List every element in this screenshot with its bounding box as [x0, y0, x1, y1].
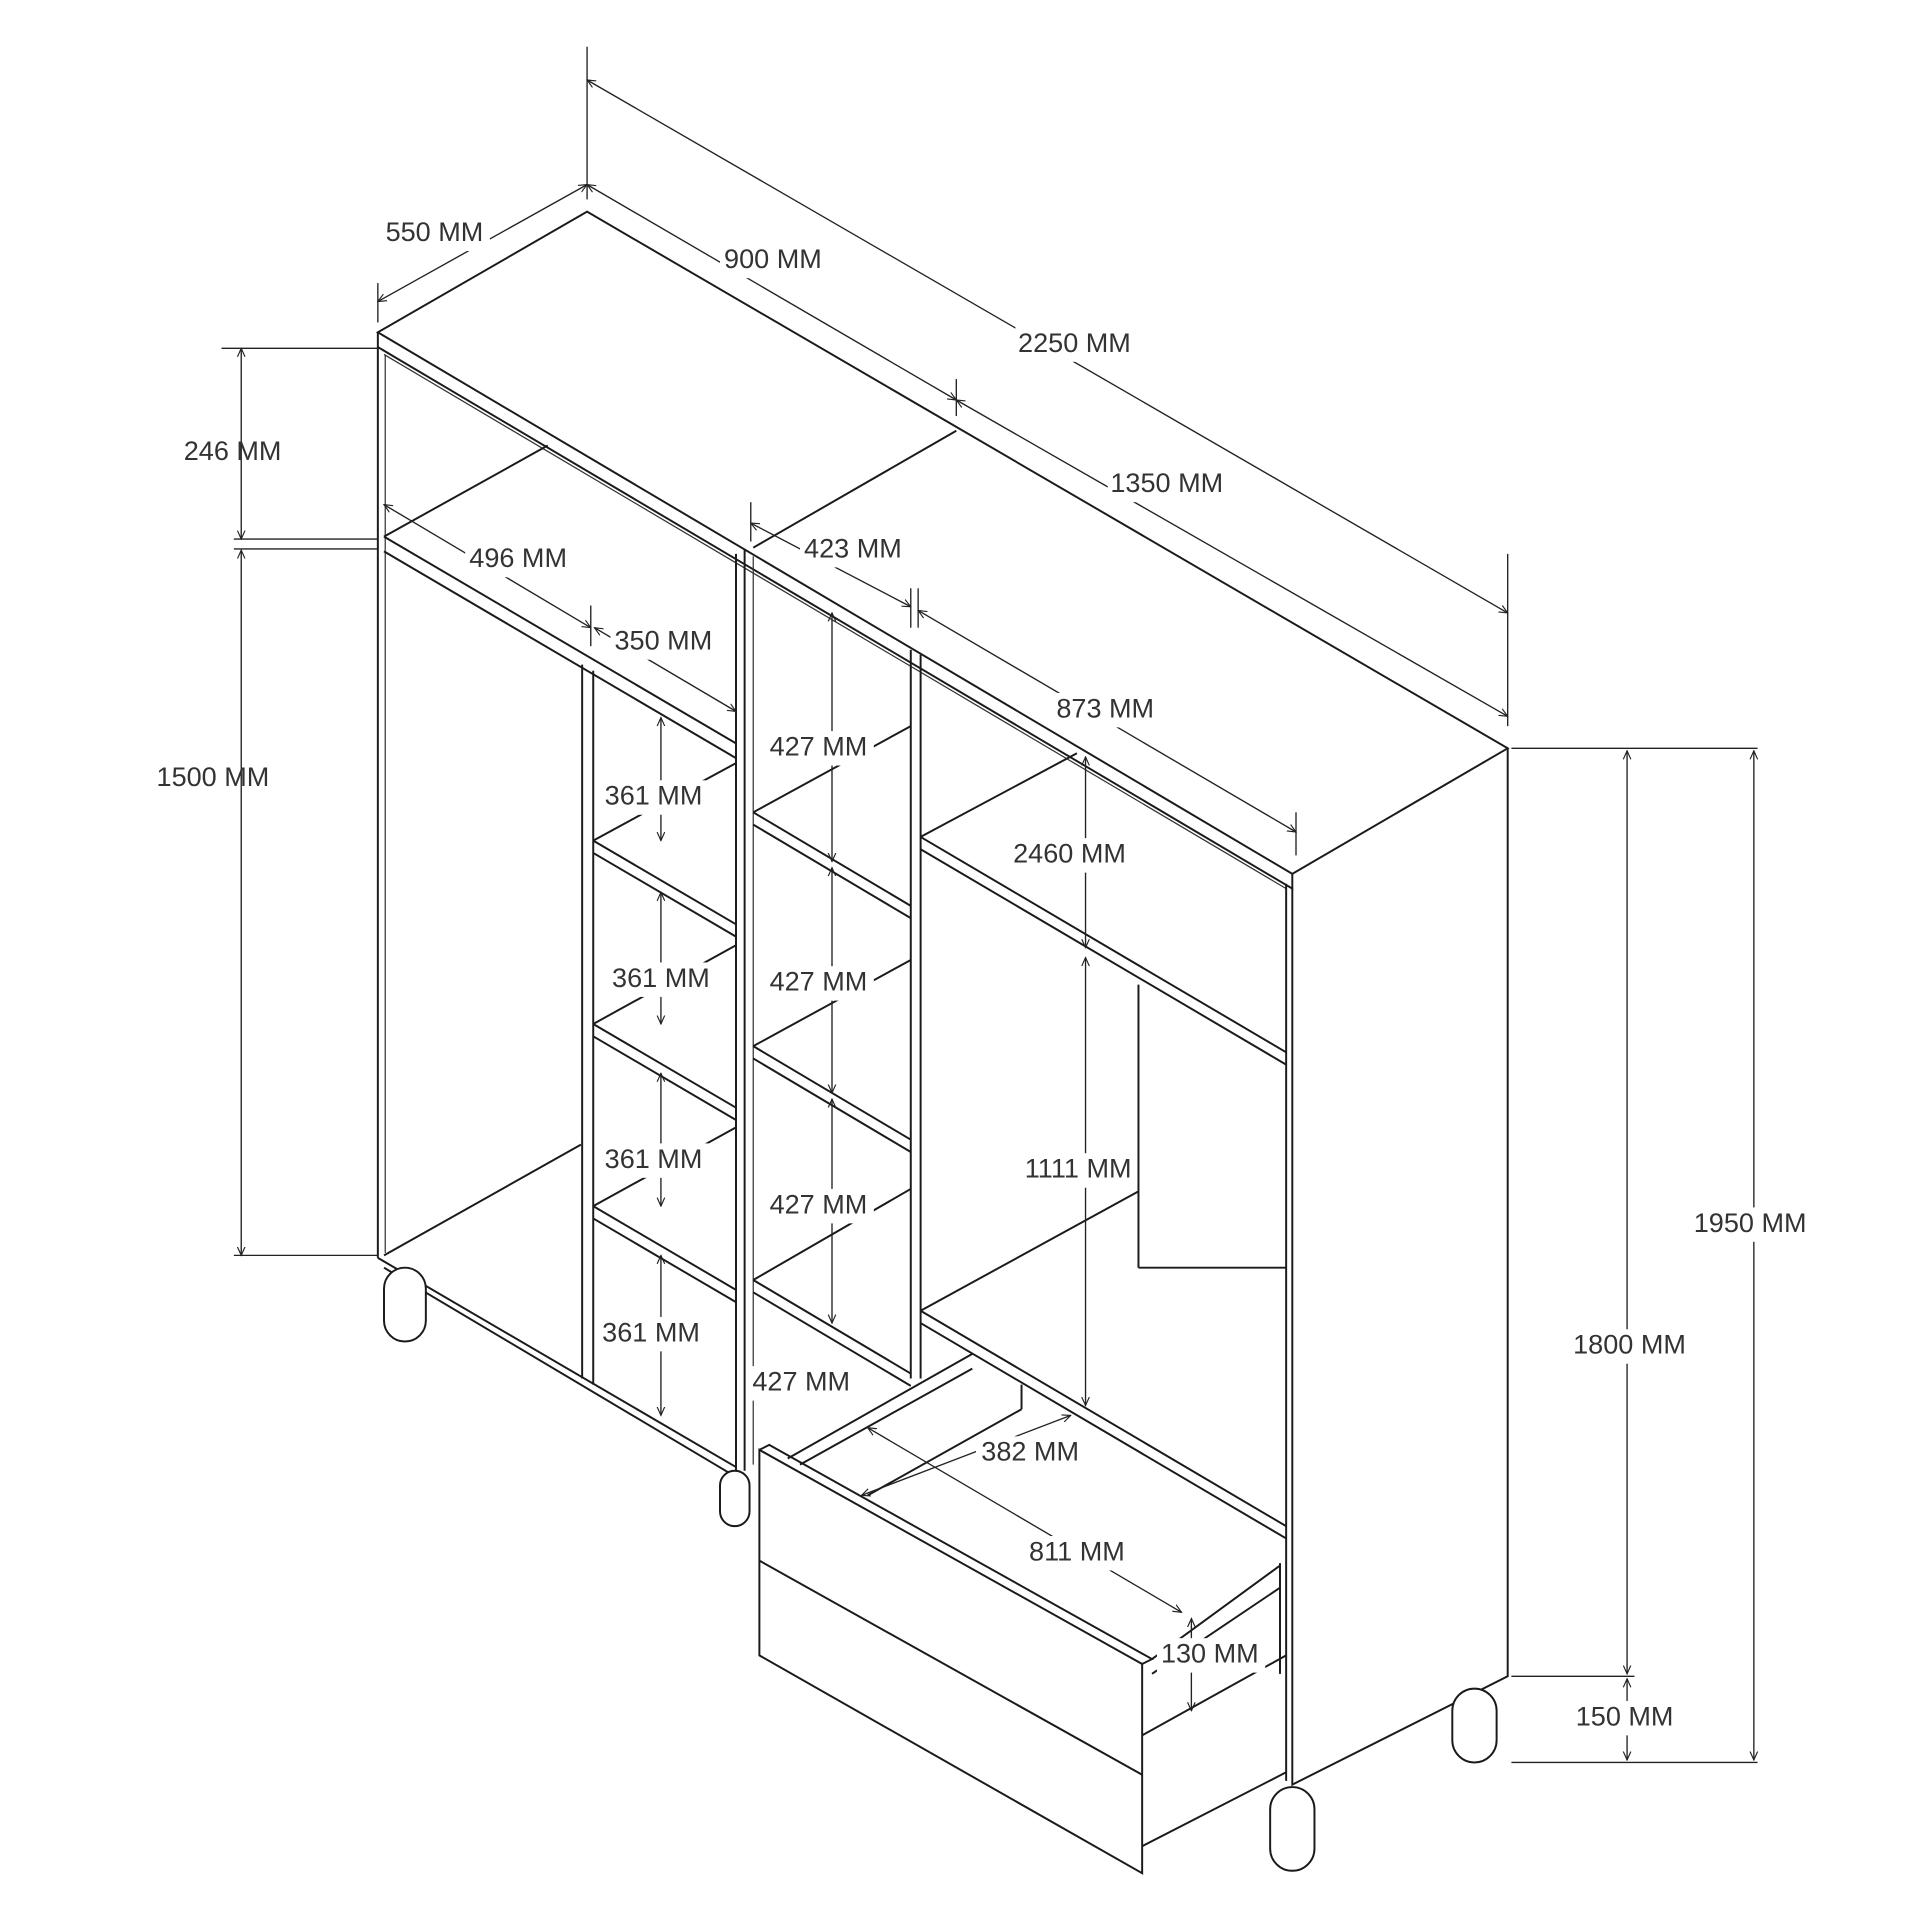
right-width-label: 1350 MM [1110, 467, 1223, 498]
middle-shelf-width-label: 423 MM [804, 532, 902, 563]
left-shelf-height-label: 361 MM [612, 962, 710, 993]
top-compartment-height-label: 246 MM [184, 435, 282, 466]
drawer-height-label: 130 MM [1161, 1638, 1259, 1669]
left-shelf-height-label: 361 MM [605, 780, 703, 811]
depth-label: 550 MM [386, 216, 484, 247]
middle-shelf-height-label: 427 MM [752, 1366, 850, 1397]
left-shelf-width-label: 350 MM [615, 625, 713, 656]
drawer-front [758, 1448, 1144, 1875]
middle-shelf-height-label: 427 MM [770, 966, 868, 997]
right-hanging-height-label: 1111 MM [1025, 1153, 1132, 1184]
left-shelf-height-label: 361 MM [605, 1143, 703, 1174]
left-inner-width-label: 496 MM [469, 542, 567, 573]
left-right-panel [735, 548, 746, 1471]
right-lower-shelf [920, 1190, 1287, 1540]
middle-divider [909, 649, 922, 1379]
left-bottom-panel [377, 1143, 737, 1478]
body-height-label: 1800 MM [1573, 1329, 1686, 1360]
middle-shelf-height-label: 427 MM [770, 1188, 868, 1219]
leg [1269, 1786, 1316, 1872]
left-hanging-height-label: 1500 MM [157, 761, 270, 792]
top-compartment-shelf [383, 444, 737, 760]
right-top-shelf [920, 752, 1287, 1066]
total-width-label: 2250 MM [1018, 327, 1131, 358]
drawer [758, 1352, 1287, 1875]
total-height-label: 1950 MM [1694, 1207, 1807, 1238]
drawer-depth-label: 382 MM [981, 1436, 1079, 1467]
wardrobe-body [375, 210, 1510, 1875]
middle-shelf-height-label: 427 MM [770, 730, 868, 761]
leg-height-label: 150 MM [1576, 1700, 1674, 1731]
left-width-label: 900 MM [724, 243, 822, 274]
right-top-height-label: 2460 MM [1013, 838, 1126, 869]
leg [383, 1266, 427, 1343]
leg [1451, 1687, 1498, 1764]
dimension-lines [221, 46, 1758, 1764]
left-divider [581, 664, 595, 1385]
left-shelf-height-label: 361 MM [602, 1316, 700, 1347]
dimension-labels: 550 MM 900 MM 2250 MM 1350 MM 246 MM 150… [157, 216, 1816, 1736]
right-side-panel [1291, 748, 1509, 1787]
leg [719, 1469, 751, 1528]
drawer-width-label: 811 MM [1029, 1535, 1125, 1566]
right-inner-width-label: 873 MM [1056, 692, 1154, 723]
top-front-thickness [376, 332, 1294, 891]
